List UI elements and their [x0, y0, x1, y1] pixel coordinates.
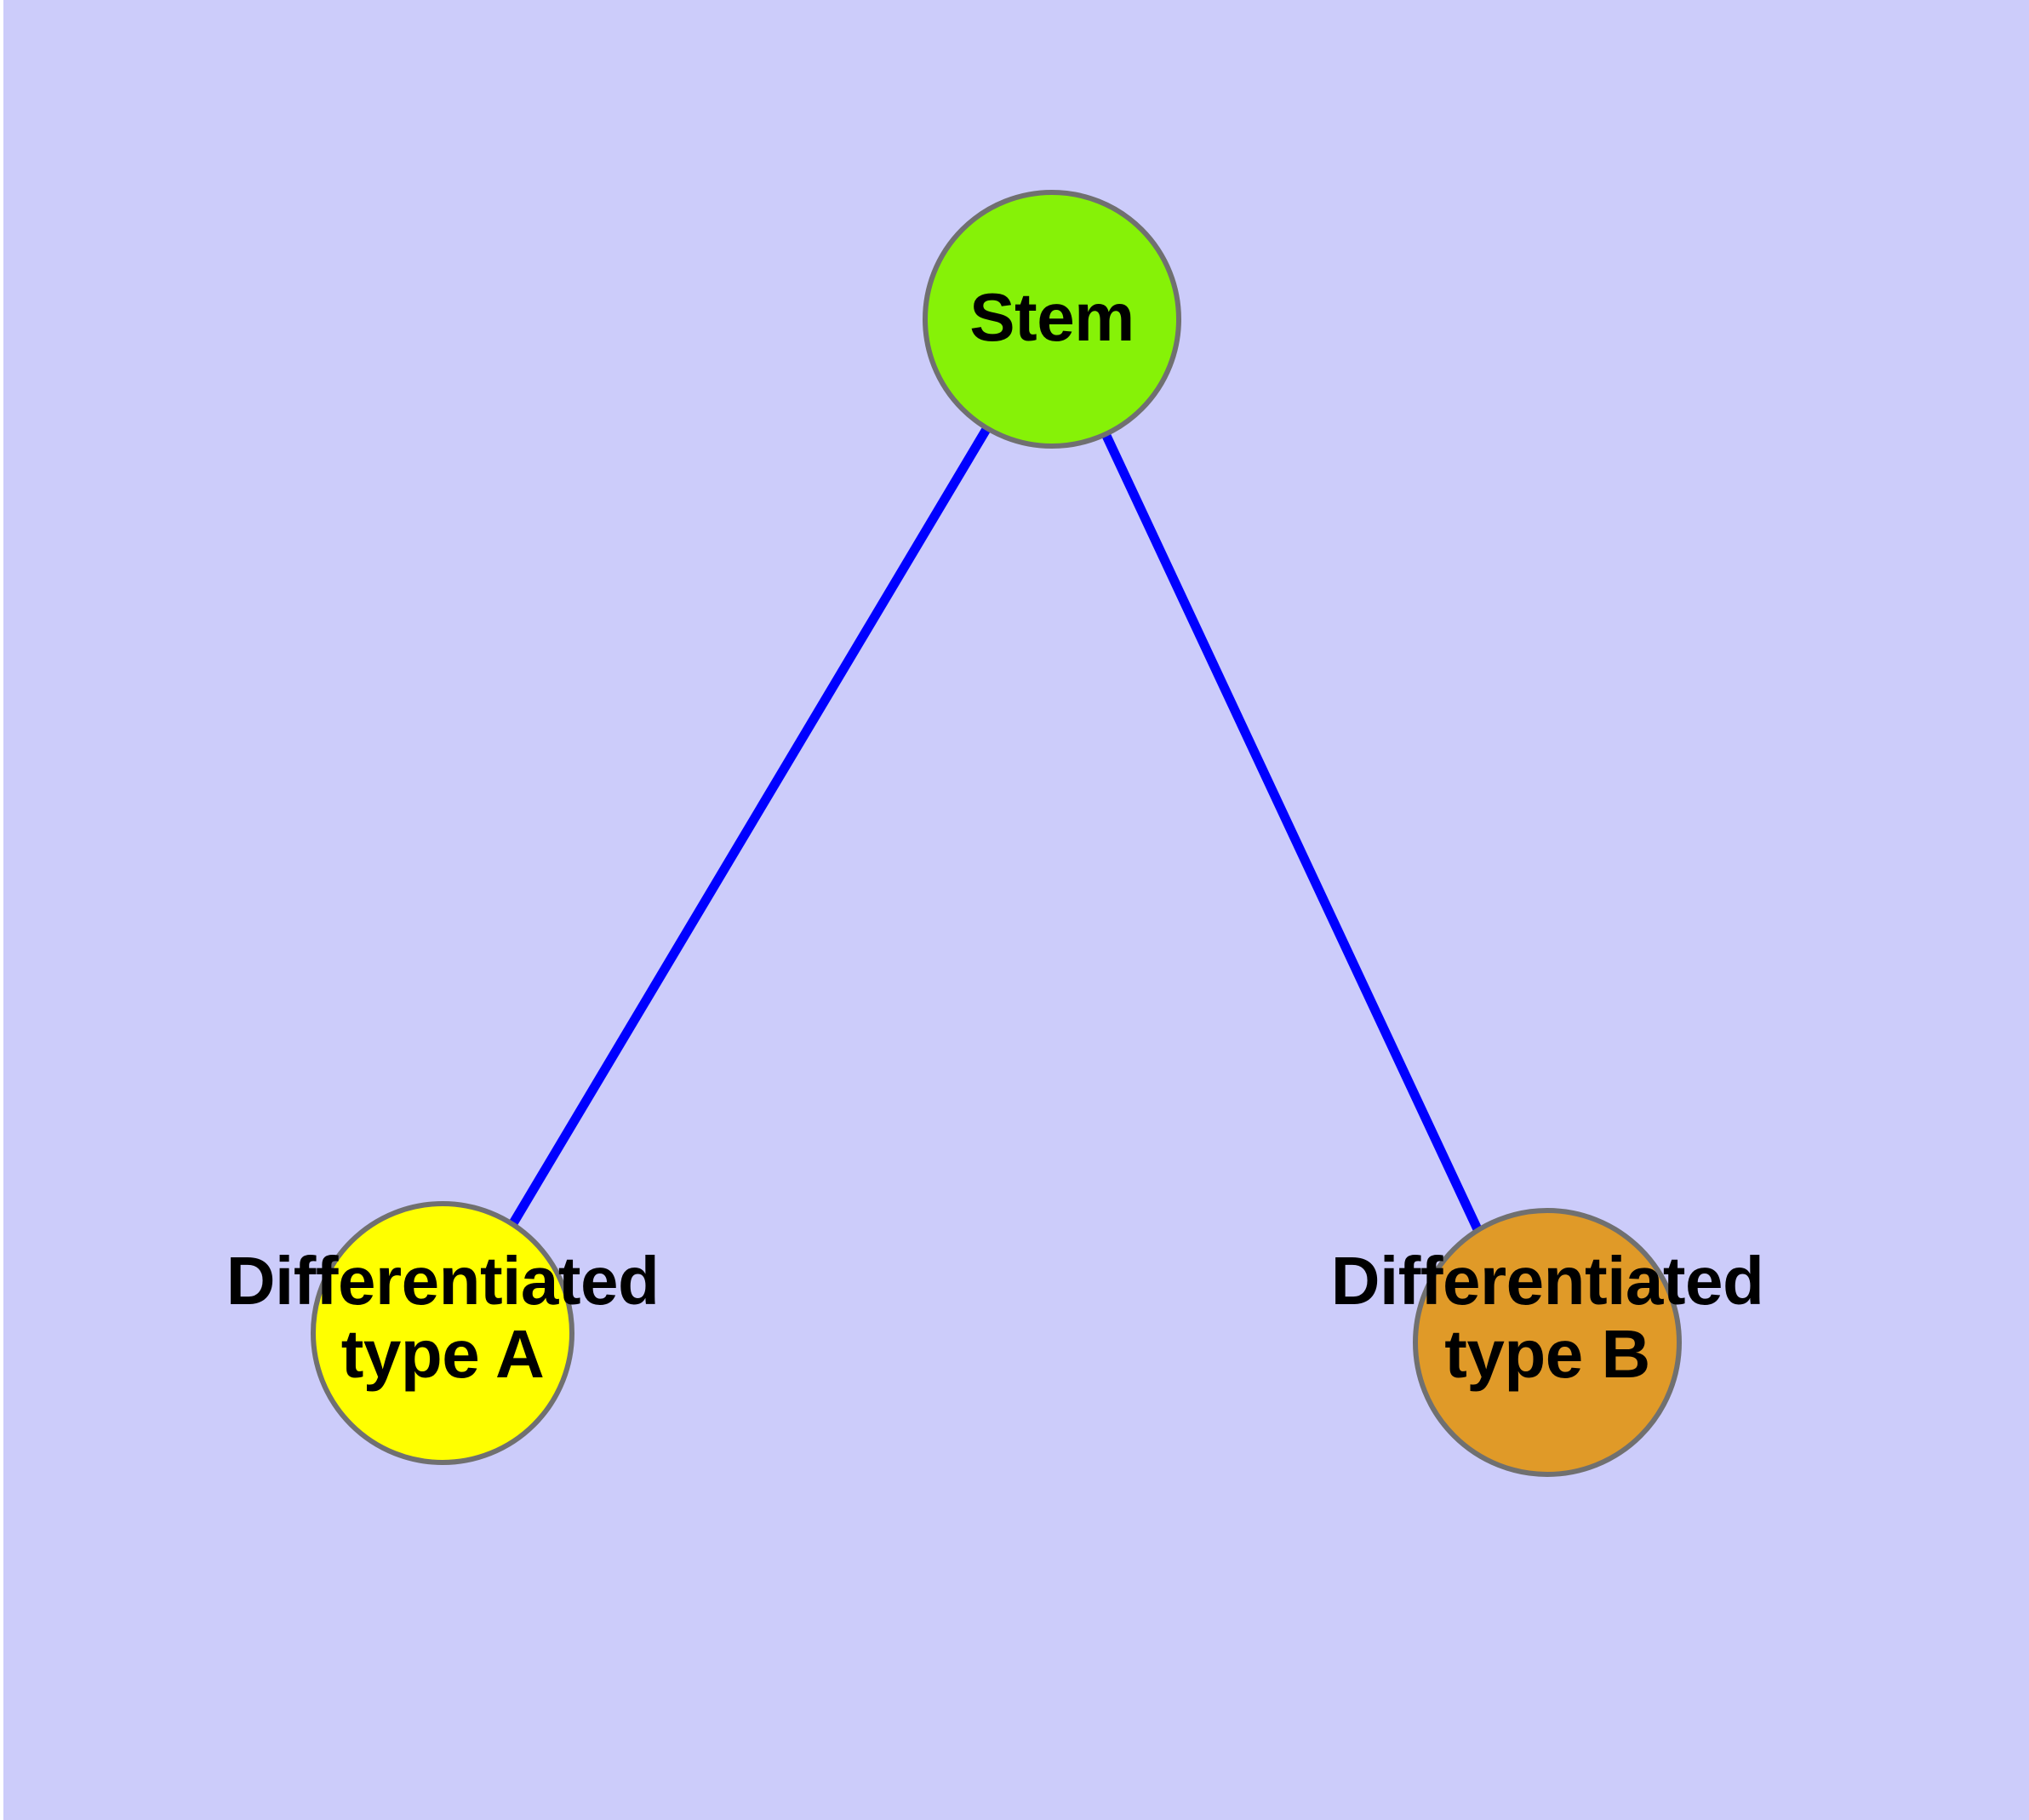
edge-stem-to-diff-b [1048, 317, 1482, 1232]
node-stem-circle[interactable] [923, 190, 1181, 449]
edge-stem-to-diff-a [509, 317, 1056, 1226]
edge-layer [509, 317, 1482, 1232]
node-diff-b-circle[interactable] [1413, 1208, 1682, 1477]
node-diff-a-circle[interactable] [311, 1201, 574, 1465]
node-layer [311, 190, 1682, 1477]
